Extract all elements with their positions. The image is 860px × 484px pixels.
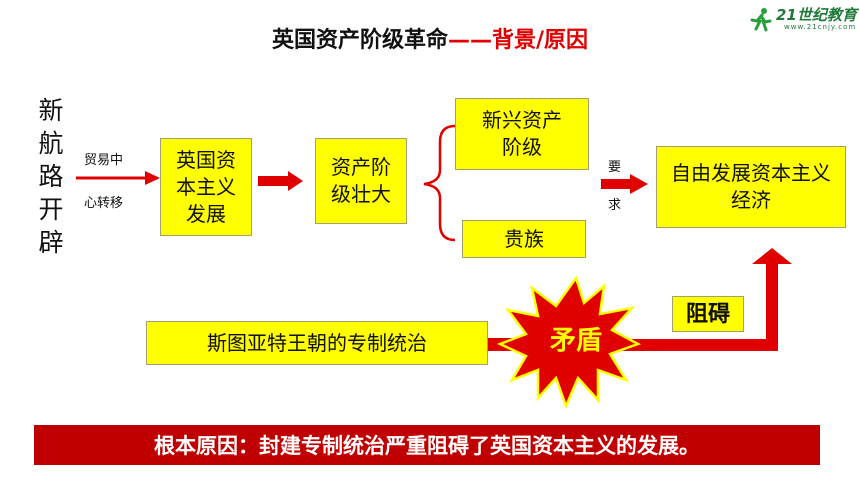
conflict-label: 矛盾 (549, 326, 602, 356)
logo-text: 21世纪教育 (776, 6, 857, 24)
box-bourgeoisie-growth: 资产阶级壮大 (315, 138, 407, 224)
vertical-char: 航 (38, 129, 64, 158)
require-line1: 要 (608, 160, 622, 175)
root-cause-bar: 根本原因：封建专制统治严重阻碍了英国资本主义的发展。 (34, 425, 820, 465)
page-title: 英国资产阶级革命——背景/原因 (0, 22, 860, 54)
box-free-capitalism: 自由发展资本主义经济 (656, 146, 846, 228)
logo-subtext: www.21cnjy.com (784, 23, 857, 31)
trade-shift-line2: 心转移 (84, 196, 124, 211)
box-new-bourgeoisie: 新兴资产阶级 (455, 98, 589, 170)
vertical-char: 开 (38, 195, 64, 224)
arrow-require (601, 174, 648, 194)
vertical-char: 路 (38, 162, 64, 191)
box-stuart-autocracy: 斯图亚特王朝的专制统治 (146, 321, 488, 365)
require-line2: 求 (608, 198, 622, 213)
obstruct-label: 阻碍 (672, 296, 744, 332)
vertical-char: 新 (38, 96, 64, 125)
runner-icon (750, 8, 772, 32)
title-main: 英国资产阶级革命 (271, 28, 448, 53)
arrow-trade-shift (76, 171, 160, 185)
conflict-burst (496, 275, 642, 410)
vertical-char: 辟 (38, 228, 64, 257)
logo: 21世纪教育 www.21cnjy.com (748, 4, 858, 34)
title-sub: ——背景/原因 (447, 28, 589, 53)
box-capitalism-development: 英国资本主义发展 (160, 138, 252, 236)
brace (423, 124, 456, 242)
box-nobility: 贵族 (462, 220, 586, 258)
trade-shift-line1: 贸易中 (84, 153, 124, 168)
arrow-develop (258, 171, 303, 191)
new-route-label: 新 航 路 开 辟 (36, 94, 66, 259)
